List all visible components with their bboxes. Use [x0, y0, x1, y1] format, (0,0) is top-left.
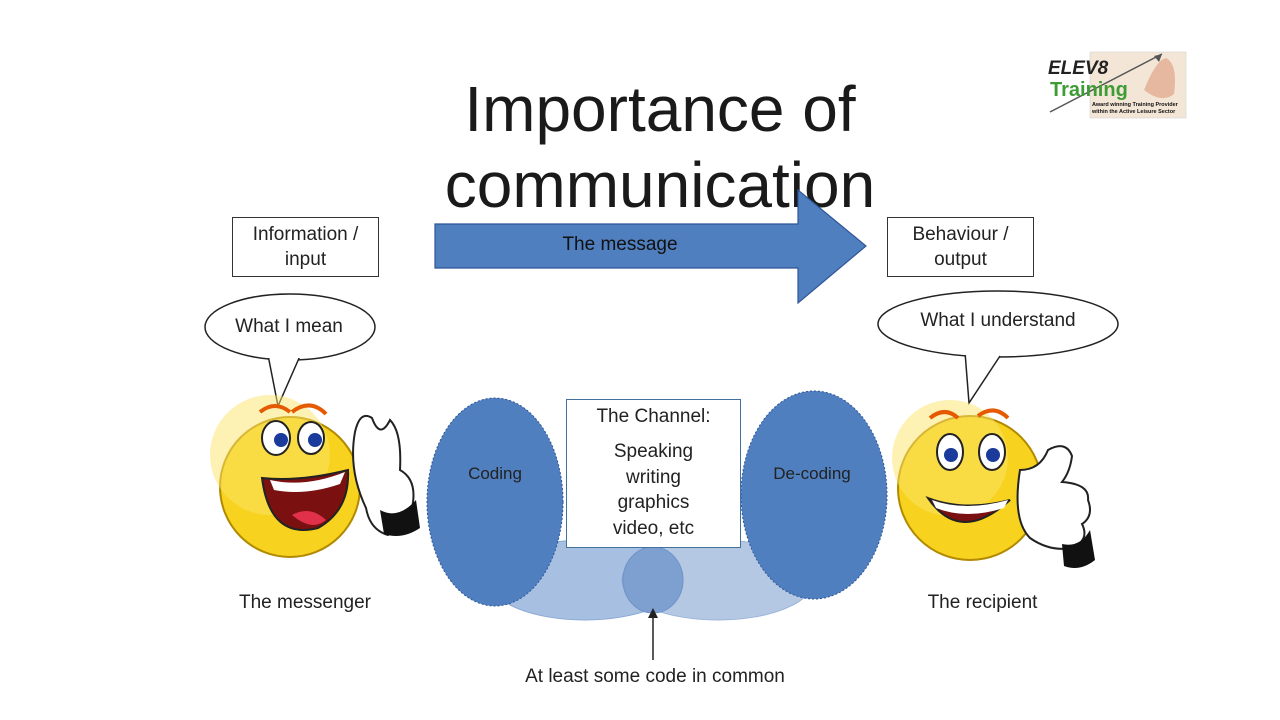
logo-graphic: ELEV8 Training Award winning Training Pr…: [1048, 51, 1187, 119]
speech-bubble-left: [204, 293, 376, 409]
logo-brand-top: ELEV8: [1048, 58, 1109, 79]
speech-right-text: What I understand: [920, 310, 1076, 331]
output-box-line1: Behaviour /: [912, 224, 1009, 245]
channel-items: Speaking writing graphics video, etc: [567, 439, 740, 541]
output-box: Behaviour / output: [887, 217, 1034, 277]
input-box-line1: Information /: [252, 224, 359, 245]
speech-left-text: What I mean: [235, 316, 343, 337]
messenger-label: The messenger: [238, 592, 371, 613]
channel-item: Speaking: [613, 441, 694, 462]
title-line: Importance of: [464, 72, 856, 145]
common-code-overlap: [622, 546, 684, 614]
channel-item: writing: [626, 466, 681, 488]
common-code-label: At least some code in common: [525, 666, 785, 687]
channel-box: The Channel: Speaking writing graphics v…: [566, 399, 741, 548]
input-box: Information / input: [232, 217, 379, 277]
channel-item: video, etc: [612, 517, 695, 539]
channel-item: graphics: [617, 492, 690, 513]
message-label: The message: [562, 234, 678, 255]
coding-ellipse: [426, 397, 564, 607]
messenger-smiley-icon: [210, 395, 420, 558]
logo-brand-bottom: Training: [1050, 79, 1128, 101]
recipient-smiley-icon: [892, 400, 1095, 568]
speech-bubble-right: [877, 290, 1119, 406]
coding-label: Coding: [468, 464, 522, 483]
logo-tagline-1: Award winning Training Provider: [1092, 102, 1179, 108]
channel-title: The Channel:: [596, 406, 711, 427]
recipient-label: The recipient: [927, 592, 1038, 613]
decoding-ellipse: [740, 390, 888, 600]
hand-icon: [1144, 58, 1175, 99]
logo-tagline-2: within the Active Leisure Sector: [1091, 109, 1176, 115]
output-box-line2: output: [934, 249, 987, 270]
message-arrow: [434, 188, 867, 305]
decoding-label: De-coding: [773, 464, 851, 483]
input-box-line2: input: [284, 249, 327, 270]
elev8-logo: ELEV8 Training Award winning Training Pr…: [1044, 50, 1189, 120]
